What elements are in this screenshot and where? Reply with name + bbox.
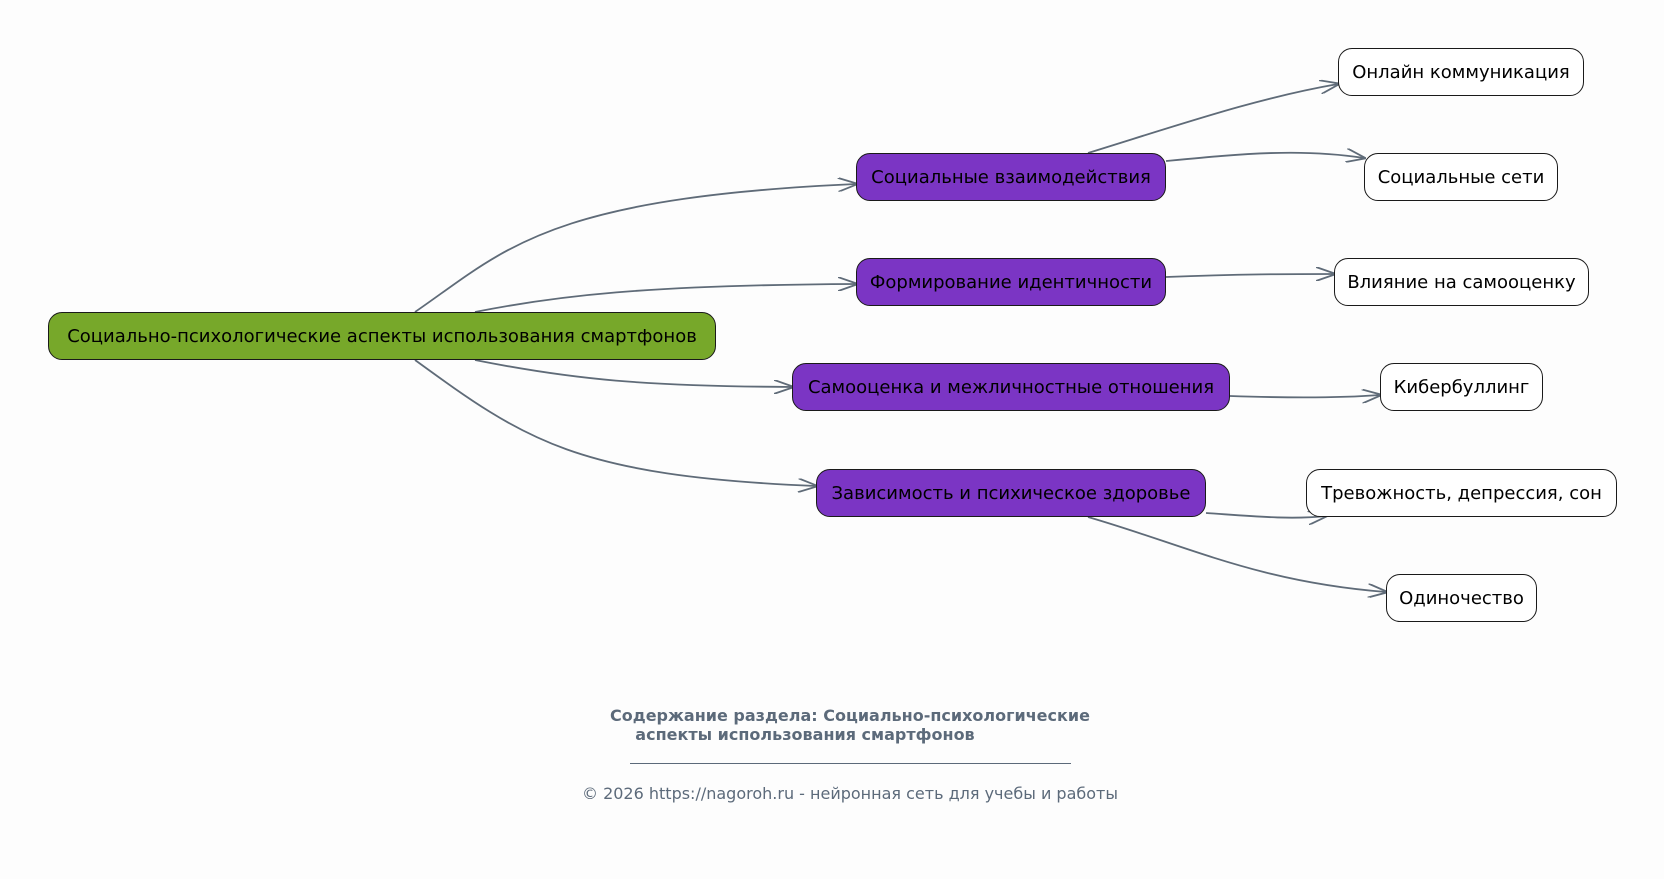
edge-identity-formation-to-self-esteem-influence xyxy=(1165,274,1334,277)
edge-root-to-addiction-mental-health xyxy=(414,359,816,486)
leaf-node-label: Онлайн коммуникация xyxy=(1352,61,1570,83)
leaf-node-anxiety-depression-sleep[interactable]: Тревожность, депрессия, сон xyxy=(1306,469,1617,517)
section-title-line1: Содержание раздела: Социально-психологич… xyxy=(610,706,1090,725)
leaf-node-label: Одиночество xyxy=(1399,587,1524,609)
copyright-text: © 2026 https://nagoroh.ru - нейронная се… xyxy=(581,784,1118,803)
leaf-node-label: Тревожность, депрессия, сон xyxy=(1321,482,1602,504)
edge-root-to-social-interactions xyxy=(414,184,856,313)
branch-node-social-interactions[interactable]: Социальные взаимодействия xyxy=(856,153,1166,201)
branch-node-self-esteem-relations[interactable]: Самооценка и межличностные отношения xyxy=(792,363,1230,411)
section-title-line2: аспекты использования смартфонов xyxy=(635,725,975,744)
leaf-node-label: Влияние на самооценку xyxy=(1347,271,1576,293)
leaf-node-self-esteem-influence[interactable]: Влияние на самооценку xyxy=(1334,258,1589,306)
edge-social-interactions-to-online-communication xyxy=(1087,84,1338,154)
leaf-node-loneliness[interactable]: Одиночество xyxy=(1386,574,1537,622)
leaf-node-label: Социальные сети xyxy=(1377,166,1545,188)
footer-divider xyxy=(630,763,1071,764)
branch-node-label: Формирование идентичности xyxy=(869,271,1153,293)
leaf-node-cyberbullying[interactable]: Кибербуллинг xyxy=(1380,363,1543,411)
leaf-node-social-networks[interactable]: Социальные сети xyxy=(1364,153,1558,201)
leaf-node-online-communication[interactable]: Онлайн коммуникация xyxy=(1338,48,1584,96)
root-node-label: Социально-психологические аспекты исполь… xyxy=(67,325,697,347)
root-node[interactable]: Социально-психологические аспекты исполь… xyxy=(48,312,716,360)
edge-addiction-mental-health-to-loneliness xyxy=(1087,516,1386,592)
diagram-edges xyxy=(414,84,1386,592)
edge-addiction-mental-health-to-anxiety xyxy=(1205,513,1326,518)
edge-root-to-self-esteem-relations xyxy=(474,359,792,387)
branch-node-label: Социальные взаимодействия xyxy=(871,166,1151,188)
branch-node-label: Зависимость и психическое здоровье xyxy=(831,482,1191,504)
edge-social-interactions-to-social-networks xyxy=(1165,153,1364,161)
section-title: Содержание раздела: Социально-психологич… xyxy=(0,706,1664,744)
edge-root-to-identity-formation xyxy=(474,284,856,313)
edge-self-esteem-relations-to-cyberbullying xyxy=(1229,395,1380,397)
leaf-node-label: Кибербуллинг xyxy=(1393,376,1530,398)
branch-node-identity-formation[interactable]: Формирование идентичности xyxy=(856,258,1166,306)
branch-node-label: Самооценка и межличностные отношения xyxy=(807,376,1215,398)
branch-node-addiction-mental-health[interactable]: Зависимость и психическое здоровье xyxy=(816,469,1206,517)
